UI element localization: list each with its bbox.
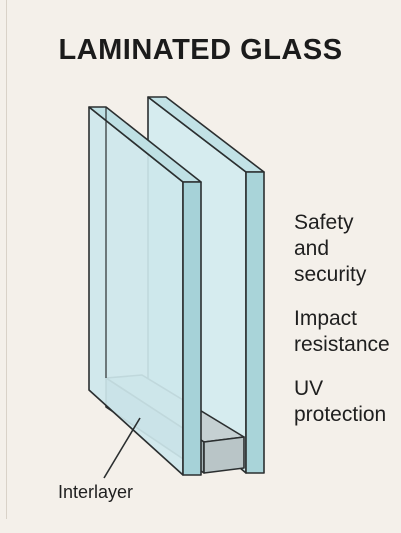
feature-safety: Safety and security [294,211,367,286]
feature-impact: Impact resistance [294,307,390,356]
diagram-title: LAMINATED GLASS [58,34,343,66]
back-pane-side [245,171,265,474]
front-pane-side [182,181,202,476]
left-frame-line [6,0,7,519]
feature-uv: UV protection [294,377,387,426]
interlayer-label: Interlayer [58,482,134,502]
front-glass-pane [88,106,202,476]
feature-list: Safety and security Impact resistance UV… [294,210,390,446]
interlayer-side [203,436,245,474]
interlayer-callout-line [103,417,141,479]
